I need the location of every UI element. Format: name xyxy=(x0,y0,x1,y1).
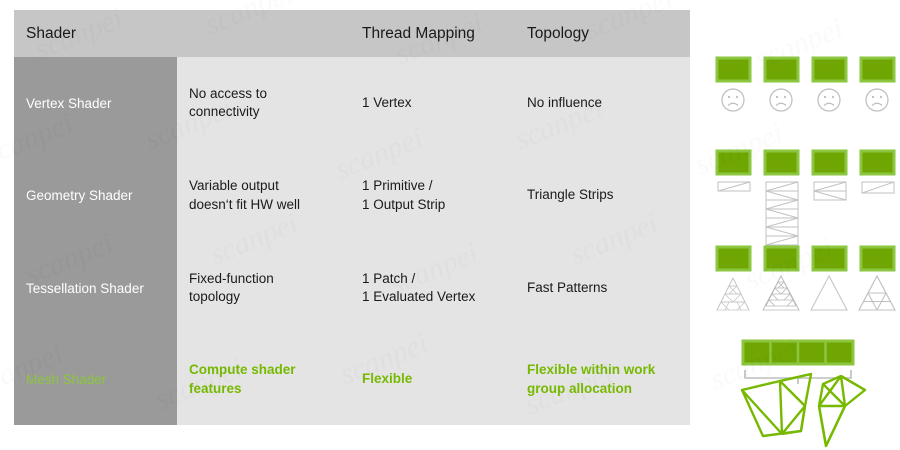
shader-comparison-table: Shader Thread Mapping Topology Vertex Sh… xyxy=(14,10,690,425)
vertex-shader-diagram xyxy=(715,56,896,112)
triangle-strip-icon xyxy=(765,181,799,255)
cell-line: Triangle Strips xyxy=(527,187,614,203)
thread-block-group xyxy=(715,56,896,83)
cell-description: Variable output doesn‘t fit HW well xyxy=(177,149,350,242)
tessellation-shader-diagram xyxy=(715,245,896,311)
cell-line: Variable output xyxy=(189,178,279,194)
cell-description: Fixed-function topology xyxy=(177,242,350,335)
meshlet-icon xyxy=(740,372,813,438)
cell-line: 1 Evaluated Vertex xyxy=(362,289,476,305)
mesh-shader-diagram xyxy=(740,339,867,448)
cell-topology: Flexible within work group allocation xyxy=(515,334,690,425)
cell-line: Fixed-function xyxy=(189,270,274,286)
work-group-bar xyxy=(741,339,855,366)
pipeline-diagram xyxy=(715,56,896,448)
cell-thread-mapping: 1 Patch / 1 Evaluated Vertex xyxy=(350,242,515,335)
cell-line: topology xyxy=(189,289,241,305)
cell-line: 1 Patch / xyxy=(362,270,416,286)
thread-block-group xyxy=(715,149,896,176)
cell-thread-mapping: Flexible xyxy=(350,334,515,425)
cell-line: 1 Output Strip xyxy=(362,196,446,212)
cell-topology: No influence xyxy=(515,57,690,150)
cell-line: doesn‘t fit HW well xyxy=(189,196,301,212)
cell-line: No access to xyxy=(189,85,268,101)
cell-shader-name: Mesh Shader xyxy=(14,334,177,425)
cell-thread-mapping: 1 Primitive / 1 Output Strip xyxy=(350,149,515,242)
column-header-shader: Shader xyxy=(14,10,177,57)
tessellated-triangle-icon xyxy=(858,274,896,311)
tessellated-triangle-icon xyxy=(810,274,848,311)
cell-line: Flexible within work xyxy=(527,362,656,378)
cell-line: connectivity xyxy=(189,104,260,120)
table-header-row: Shader Thread Mapping Topology xyxy=(14,10,690,57)
tessellated-triangle-icon xyxy=(762,275,800,311)
cell-thread-mapping: 1 Vertex xyxy=(350,57,515,150)
tessellated-triangle-icon xyxy=(716,277,750,311)
cell-line: No influence xyxy=(527,94,603,110)
cell-line: 1 Primitive / xyxy=(362,178,433,194)
table-row: Vertex Shader No access to connectivity … xyxy=(14,57,690,150)
cell-shader-name: Vertex Shader xyxy=(14,57,177,150)
meshlet-icon xyxy=(817,374,867,448)
triangle-strip-icon xyxy=(717,181,751,192)
cell-line: group allocation xyxy=(527,380,633,396)
cell-line: Compute shader xyxy=(189,362,296,378)
table-row: Geometry Shader Variable output doesn‘t … xyxy=(14,149,690,242)
sad-face-icon xyxy=(721,88,889,112)
cell-description: No access to connectivity xyxy=(177,57,350,150)
thread-block-group xyxy=(715,245,896,272)
cell-line: Fast Patterns xyxy=(527,279,608,295)
cell-description: Compute shader features xyxy=(177,334,350,425)
cell-line: Flexible xyxy=(362,371,413,387)
triangle-strip-icon xyxy=(861,181,895,194)
table-body: Vertex Shader No access to connectivity … xyxy=(14,57,690,425)
triangle-strip-icon xyxy=(813,181,847,201)
column-header-description xyxy=(177,10,350,57)
table-row: Mesh Shader Compute shader features Flex… xyxy=(14,334,690,425)
cell-topology: Triangle Strips xyxy=(515,149,690,242)
cell-line: 1 Vertex xyxy=(362,94,412,110)
cell-line: features xyxy=(189,380,242,396)
column-header-topology: Topology xyxy=(515,10,690,57)
cell-shader-name: Tessellation Shader xyxy=(14,242,177,335)
table-row: Tessellation Shader Fixed-function topol… xyxy=(14,242,690,335)
column-header-thread-mapping: Thread Mapping xyxy=(350,10,515,57)
cell-shader-name: Geometry Shader xyxy=(14,149,177,242)
table-header: Shader Thread Mapping Topology xyxy=(14,10,690,57)
geometry-shader-diagram xyxy=(715,149,896,255)
cell-topology: Fast Patterns xyxy=(515,242,690,335)
